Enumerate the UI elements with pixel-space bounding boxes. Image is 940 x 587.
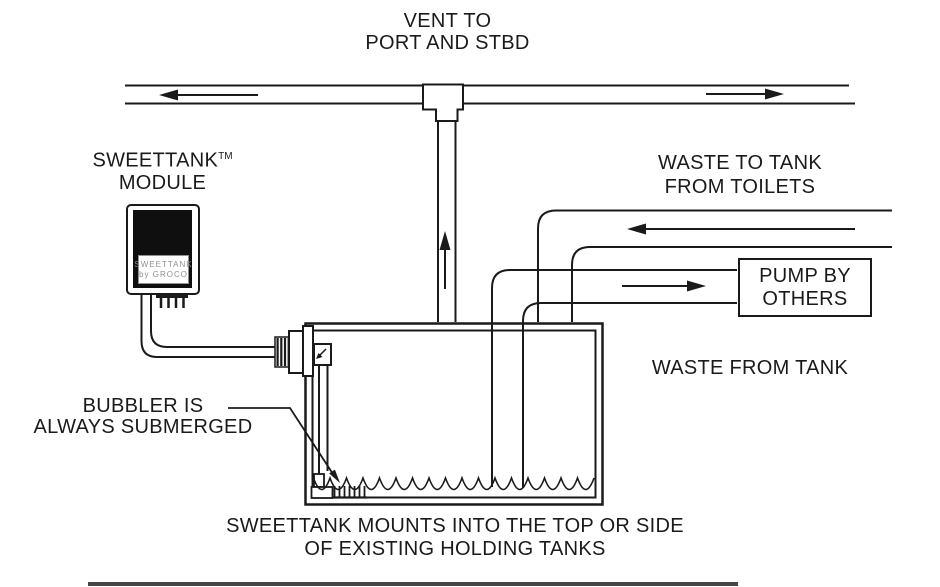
waste-from-tank-flow-arrow	[622, 280, 706, 292]
module-label: SWEETTANKTM MODULE	[65, 146, 260, 194]
caption-line2: OF EXISTING HOLDING TANKS	[304, 538, 606, 560]
bubbler-label-line2: ALWAYS SUBMERGED	[33, 416, 253, 438]
bubbler-leader-arrow	[228, 407, 340, 483]
waste-to-tank-line1: WASTE TO TANK	[658, 152, 822, 174]
waste-to-tank-label: WASTE TO TANK FROM TOILETS	[630, 151, 850, 199]
bubbler-label-line1: BUBBLER IS	[82, 395, 204, 417]
bubbler-label: BUBBLER IS ALWAYS SUBMERGED	[18, 396, 268, 438]
caption-line1: SWEETTANK MOUNTS INTO THE TOP OR SIDE	[226, 515, 684, 537]
module-label-line1: SWEETTANKTM	[65, 146, 260, 172]
vent-tee-fitting	[422, 83, 464, 122]
waste-to-tank-pipe	[537, 209, 892, 322]
pump-box-line1: PUMP BY	[759, 264, 851, 287]
sweettank-module: SWEETTANK by GROCO	[126, 204, 200, 295]
bottom-edge-bar	[88, 582, 738, 586]
module-front-panel: SWEETTANK by GROCO	[133, 210, 192, 288]
module-connector-pins	[156, 295, 188, 308]
tank-wall-fitting-flange	[302, 325, 314, 377]
bubbler-elbow-top	[313, 343, 332, 366]
module-nameplate: SWEETTANK by GROCO	[134, 255, 192, 284]
vent-flow-up-arrow	[439, 231, 451, 289]
waste-from-tank-pipe	[491, 269, 737, 488]
vent-pipe-horizontal	[125, 84, 855, 105]
pump-box-line2: OTHERS	[762, 287, 848, 310]
module-name: SWEETTANK	[92, 149, 219, 172]
module-trademark: TM	[218, 151, 233, 162]
vent-label: VENT TO PORT AND STBD	[330, 10, 565, 54]
waste-from-tank-label: WASTE FROM TANK	[651, 357, 849, 379]
vent-flow-left-arrow	[159, 89, 258, 101]
holding-tank	[304, 322, 604, 506]
bubbler-diffuser	[310, 473, 367, 499]
tank-wall-fitting	[274, 330, 305, 374]
vent-flow-right-arrow	[706, 88, 784, 100]
module-hose	[140, 295, 277, 358]
pump-by-others-box: PUMP BY OTHERS	[738, 258, 872, 317]
bubbler-tube	[318, 365, 329, 477]
vent-pipe-vertical	[437, 120, 457, 322]
caption: SWEETTANK MOUNTS INTO THE TOP OR SIDE OF…	[150, 515, 760, 561]
water-line	[312, 475, 595, 491]
waste-to-tank-line2: FROM TOILETS	[664, 176, 816, 198]
vent-label-line2: PORT AND STBD	[365, 32, 530, 54]
nameplate-line2: by GROCO	[139, 269, 188, 279]
waste-to-tank-flow-arrow	[627, 223, 855, 235]
module-label-line2: MODULE	[118, 171, 207, 194]
vent-label-line1: VENT TO	[403, 10, 492, 32]
nameplate-line1: SWEETTANK	[134, 259, 193, 269]
